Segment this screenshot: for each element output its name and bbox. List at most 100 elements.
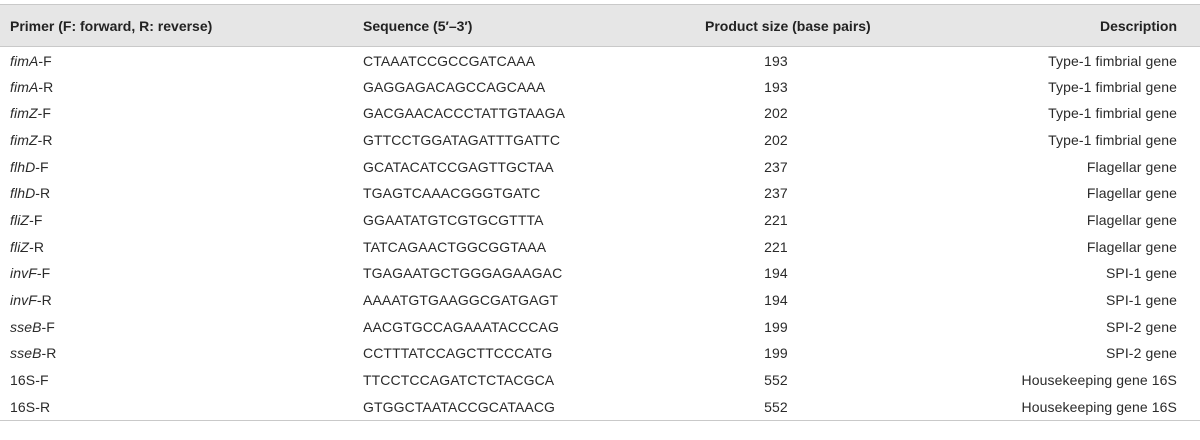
table-row: sseB-F AACGTGCCAGAAATACCCAG 199 SPI-2 ge… (0, 313, 1200, 340)
table-row: sseB-R CCTTTATCCAGCTTCCCATG 199 SPI-2 ge… (0, 340, 1200, 367)
size-cell: 221 (764, 211, 788, 228)
table-row: invF-R AAAATGTGAAGGCGATGAGT 194 SPI-1 ge… (0, 287, 1200, 314)
sequence-cell: AACGTGCCAGAAATACCCAG (363, 318, 559, 335)
primer-cell: sseB-F (0, 313, 330, 340)
header-primer: Primer (F: forward, R: reverse) (0, 4, 330, 47)
primer-suffix: -R (38, 78, 54, 95)
sequence-cell: TATCAGAACTGGCGGTAAA (363, 238, 547, 255)
table-row: fliZ-R TATCAGAACTGGCGGTAAA 221 Flagellar… (0, 233, 1200, 260)
primer-suffix: -R (36, 292, 52, 309)
primer-suffix: -R (41, 345, 57, 362)
gene-name: fimA (10, 78, 39, 95)
primer-suffix: -F (41, 318, 55, 335)
description-cell: SPI-1 gene (1105, 292, 1177, 309)
gene-name: fimZ (10, 105, 38, 122)
primer-suffix: -F (38, 53, 52, 70)
size-cell: 221 (764, 238, 788, 255)
primer-cell: fimA-R (0, 73, 330, 100)
table-row: fimZ-R GTTCCTGGATAGATTTGATTC 202 Type-1 … (0, 127, 1200, 154)
description-cell: Housekeeping gene 16S (940, 393, 1200, 421)
gene-name: sseB (10, 345, 42, 362)
table-row: flhD-R TGAGTCAAACGGGTGATC 237 Flagellar … (0, 180, 1200, 207)
sequence-cell: GGAATATGTCGTGCGTTTA (363, 211, 544, 228)
description-cell: Flagellar gene (1086, 158, 1177, 175)
size-cell: 237 (764, 185, 788, 202)
primer-suffix: -R (37, 131, 53, 148)
table-row: fimZ-F GACGAACACCCTATTGTAAGA 202 Type-1 … (0, 100, 1200, 127)
size-cell: 199 (764, 345, 788, 362)
primer-cell: fimA-F (0, 47, 330, 74)
size-cell: 237 (764, 158, 788, 175)
sequence-cell: TGAGTCAAACGGGTGATC (363, 185, 541, 202)
size-cell: 193 (764, 78, 788, 95)
primer-suffix: 16S-F (10, 372, 49, 389)
sequence-cell: GAGGAGACAGCCAGCAAA (363, 78, 546, 95)
sequence-cell: TTCCTCCAGATCTCTACGCA (363, 372, 555, 389)
gene-name: sseB (10, 318, 42, 335)
sequence-cell: GACGAACACCCTATTGTAAGA (363, 105, 566, 122)
primer-suffix: 16S-R (10, 398, 51, 415)
primer-cell: fliZ-F (0, 207, 330, 234)
primer-cell: 16S-R (0, 393, 330, 421)
sequence-cell: CCTTTATCCAGCTTCCCATG (363, 345, 553, 362)
gene-name: invF (10, 292, 37, 309)
sequence-cell: GTGGCTAATACCGCATAACG (330, 393, 660, 421)
description-cell: Flagellar gene (1086, 238, 1177, 255)
gene-name: fimA (10, 53, 39, 70)
primer-table: Primer (F: forward, R: reverse) Sequence… (0, 4, 1200, 421)
description-cell: Type-1 fimbrial gene (1048, 131, 1177, 148)
table-row: fimA-F CTAAATCCGCCGATCAAA 193 Type-1 fim… (0, 47, 1200, 74)
primer-cell: flhD-F (0, 153, 330, 180)
table-row: flhD-F GCATACATCCGAGTTGCTAA 237 Flagella… (0, 153, 1200, 180)
primer-suffix: -R (29, 238, 45, 255)
primer-cell: invF-F (0, 260, 330, 287)
primer-suffix: -F (29, 211, 43, 228)
gene-name: flhD (10, 158, 36, 175)
size-cell: 552 (764, 372, 788, 389)
gene-name: flhD (10, 185, 36, 202)
gene-name: fliZ (10, 211, 30, 228)
size-cell: 193 (764, 53, 788, 70)
header-product-size: Product size (base pairs) (660, 4, 940, 47)
description-cell: Flagellar gene (1086, 185, 1177, 202)
gene-name: fliZ (10, 238, 30, 255)
table-row: fimA-R GAGGAGACAGCCAGCAAA 193 Type-1 fim… (0, 73, 1200, 100)
primer-cell: 16S-F (0, 367, 330, 394)
description-cell: SPI-2 gene (1105, 345, 1177, 362)
table-row: 16S-R GTGGCTAATACCGCATAACG 552 Housekeep… (0, 393, 1200, 421)
table-row: 16S-F TTCCTCCAGATCTCTACGCA 552 Housekeep… (0, 367, 1200, 394)
primer-cell: sseB-R (0, 340, 330, 367)
primer-cell: fimZ-R (0, 127, 330, 154)
primer-suffix: -F (35, 158, 49, 175)
table-body: fimA-F CTAAATCCGCCGATCAAA 193 Type-1 fim… (0, 47, 1200, 421)
description-cell: Type-1 fimbrial gene (1048, 78, 1177, 95)
gene-name: invF (10, 265, 37, 282)
size-cell: 199 (764, 318, 788, 335)
header-description: Description (940, 4, 1200, 47)
primer-cell: fimZ-F (0, 100, 330, 127)
primer-cell: invF-R (0, 287, 330, 314)
sequence-cell: GCATACATCCGAGTTGCTAA (363, 158, 554, 175)
primer-suffix: -F (37, 105, 52, 122)
primer-cell: flhD-R (0, 180, 330, 207)
primer-cell: fliZ-R (0, 233, 330, 260)
size-cell: 552 (660, 393, 940, 421)
primer-suffix: -F (36, 265, 51, 282)
description-cell: Housekeeping gene 16S (1021, 372, 1177, 389)
sequence-cell: AAAATGTGAAGGCGATGAGT (363, 292, 559, 309)
gene-name: fimZ (10, 131, 38, 148)
description-cell: Type-1 fimbrial gene (1048, 105, 1177, 122)
size-cell: 194 (764, 292, 788, 309)
sequence-cell: CTAAATCCGCCGATCAAA (363, 53, 536, 70)
description-cell: Flagellar gene (1086, 211, 1177, 228)
description-cell: SPI-2 gene (1105, 318, 1177, 335)
description-cell: SPI-1 gene (1105, 265, 1177, 282)
primer-suffix: -R (35, 185, 51, 202)
header-sequence: Sequence (5′–3′) (330, 4, 660, 47)
size-cell: 194 (764, 265, 788, 282)
sequence-cell: TGAGAATGCTGGGAGAAGAC (363, 265, 563, 282)
size-cell: 202 (764, 131, 788, 148)
table-header-row: Primer (F: forward, R: reverse) Sequence… (0, 4, 1200, 47)
size-cell: 202 (764, 105, 788, 122)
